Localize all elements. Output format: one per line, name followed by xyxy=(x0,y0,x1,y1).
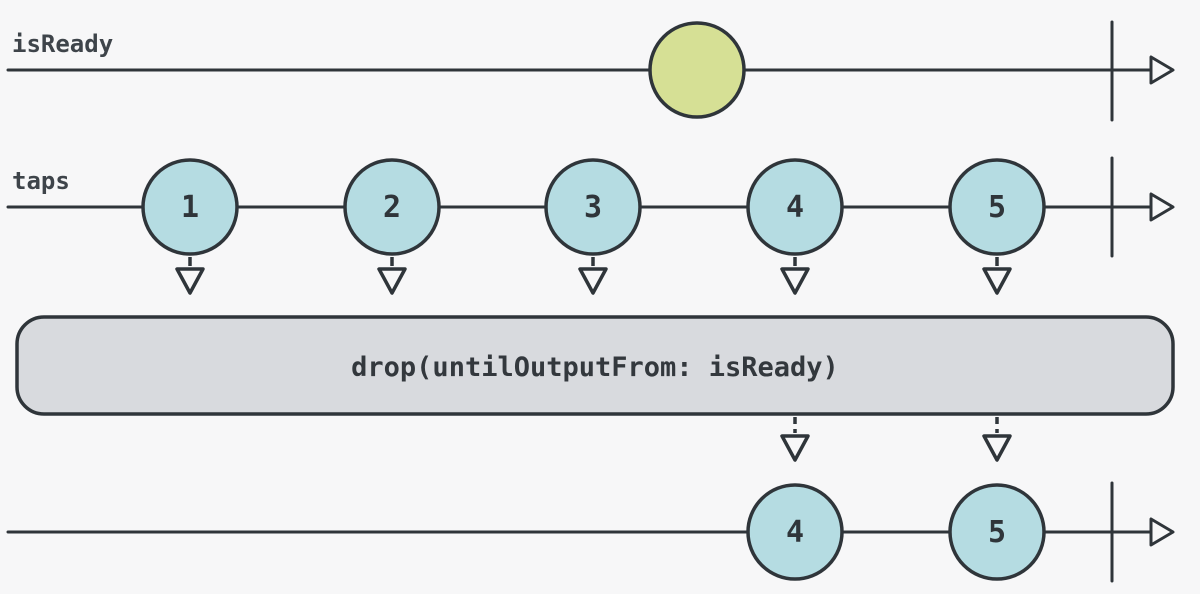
drop-arrow-1 xyxy=(175,257,205,295)
marble-value: 1 xyxy=(181,190,199,225)
operator-box: drop(untilOutputFrom: isReady) xyxy=(15,315,1175,416)
taps-marble-4: 4 xyxy=(746,158,844,256)
isready-stream-label: isReady xyxy=(12,30,113,58)
down-arrow-icon xyxy=(780,267,810,295)
taps-marble-5: 5 xyxy=(948,158,1046,256)
isready-arrowhead-icon xyxy=(1149,55,1175,85)
output-marble-5: 5 xyxy=(948,483,1046,581)
taps-marble-2: 2 xyxy=(343,158,441,256)
taps-arrowhead-icon xyxy=(1149,192,1175,222)
down-arrow-icon xyxy=(982,267,1012,295)
marble-circle xyxy=(544,158,642,256)
marble-value: 4 xyxy=(786,515,804,550)
taps-marble-3: 3 xyxy=(544,158,642,256)
marble-value: 5 xyxy=(988,190,1006,225)
output-stream: 4 5 xyxy=(6,481,1175,583)
drop-arrow-5 xyxy=(982,257,1012,295)
taps-stream: taps 1 2 3 4 5 xyxy=(6,156,1175,258)
emission-arrow-4 xyxy=(780,417,810,462)
down-arrow-icon xyxy=(982,434,1012,462)
marble-circle xyxy=(343,158,441,256)
down-arrow-icon xyxy=(780,434,810,462)
marble-circle xyxy=(746,483,844,581)
drop-arrow-2 xyxy=(377,257,407,295)
taps-marble-1: 1 xyxy=(141,158,239,256)
marble-circle xyxy=(948,483,1046,581)
taps-stream-label: taps xyxy=(12,167,70,195)
marble-value: 4 xyxy=(786,190,804,225)
marble-value: 2 xyxy=(383,190,401,225)
marble-circle xyxy=(948,158,1046,256)
down-arrow-icon xyxy=(578,267,608,295)
output-marble-4: 4 xyxy=(746,483,844,581)
marble-value: 3 xyxy=(584,190,602,225)
marble-circle xyxy=(746,158,844,256)
isready-stream: isReady xyxy=(6,20,1175,122)
drop-arrow-3 xyxy=(578,257,608,295)
down-arrow-icon xyxy=(175,267,205,295)
emission-arrow-5 xyxy=(982,417,1012,462)
output-arrowhead-icon xyxy=(1149,517,1175,547)
taps-to-operator-arrows xyxy=(175,257,1012,295)
marble-circle xyxy=(141,158,239,256)
down-arrow-icon xyxy=(377,267,407,295)
operator-box-shape xyxy=(15,315,1175,416)
operator-to-output-arrows xyxy=(780,417,1012,462)
drop-arrow-4 xyxy=(780,257,810,295)
marble-value: 5 xyxy=(988,515,1006,550)
isready-marble xyxy=(648,21,746,119)
operator-label: drop(untilOutputFrom: isReady) xyxy=(351,352,839,383)
